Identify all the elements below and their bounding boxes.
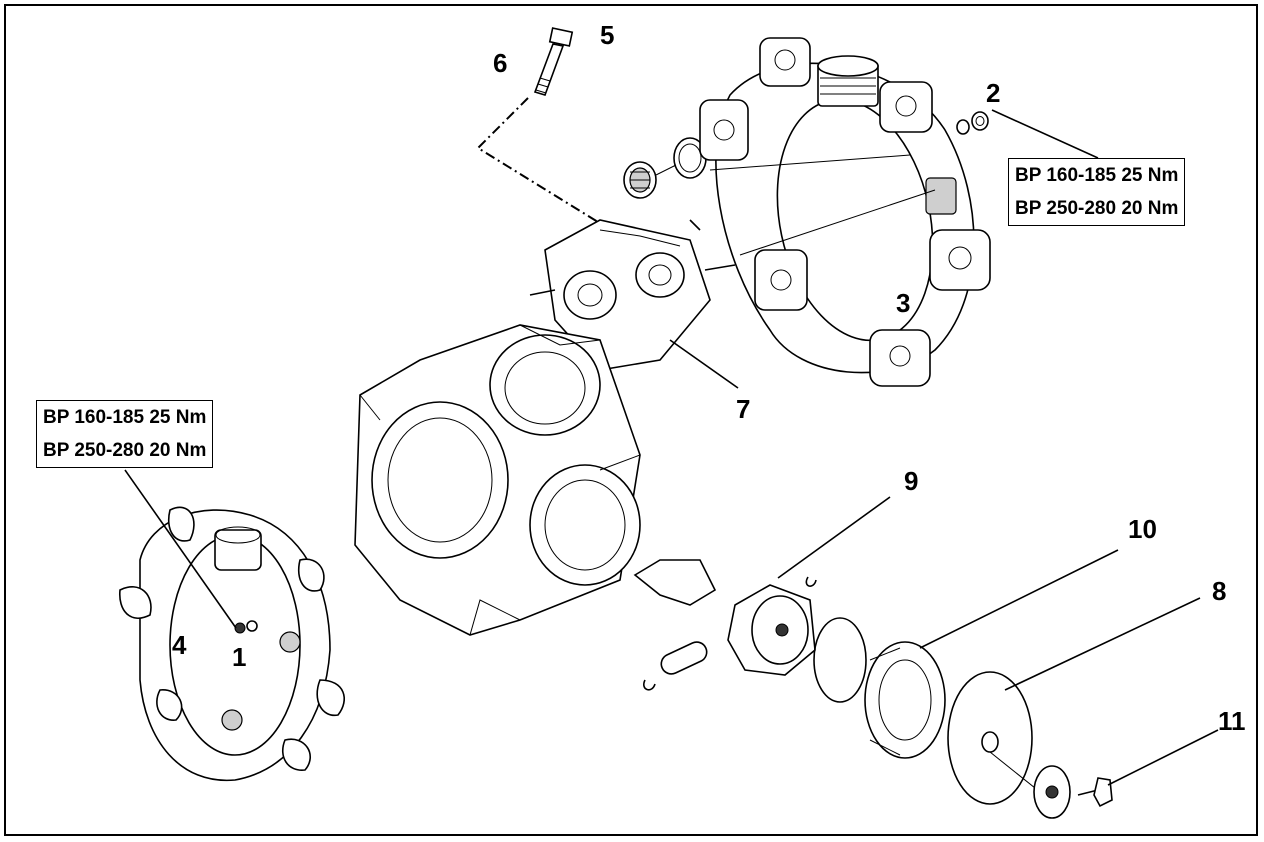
leader-part-1 bbox=[124, 469, 237, 629]
callout-4: 4 bbox=[172, 630, 187, 660]
bolt-part-6 bbox=[533, 27, 574, 96]
valve-part-5 bbox=[623, 137, 707, 199]
callout-8: 8 bbox=[1212, 576, 1226, 606]
side-cover-part-4 bbox=[119, 506, 346, 782]
callout-9: 9 bbox=[904, 466, 918, 496]
leader-part-2 bbox=[991, 109, 1099, 159]
head-cover-part-3 bbox=[699, 37, 991, 387]
torque-spec-left-row2: BP 250-280 20 Nm bbox=[43, 440, 207, 461]
leader-part-10 bbox=[919, 549, 1119, 649]
torque-spec-left: BP 160-185 25 Nm BP 250-280 20 Nm bbox=[36, 400, 214, 468]
callout-6: 6 bbox=[493, 48, 507, 78]
leader-part-7 bbox=[669, 339, 739, 389]
torque-spec-left-row1: BP 160-185 25 Nm bbox=[43, 407, 207, 428]
torque-spec-right-row1: BP 160-185 25 Nm bbox=[1015, 165, 1179, 186]
nut-washer-part-2 bbox=[956, 111, 989, 135]
torque-spec-right: BP 160-185 25 Nm BP 250-280 20 Nm bbox=[1008, 158, 1186, 226]
diaphragm-part-8 bbox=[947, 671, 1041, 805]
pump-housing bbox=[354, 324, 641, 636]
screw-part-11 bbox=[1033, 765, 1113, 819]
assembly-line-bolt bbox=[476, 97, 599, 223]
callout-7: 7 bbox=[736, 394, 750, 424]
leader-part-8 bbox=[1004, 597, 1201, 691]
callout-5: 5 bbox=[600, 20, 614, 50]
callout-3: 3 bbox=[896, 288, 910, 318]
leader-part-11 bbox=[1107, 729, 1219, 786]
ring-seal bbox=[813, 617, 867, 703]
torque-spec-right-row2: BP 250-280 20 Nm bbox=[1015, 198, 1179, 219]
leader-part-9 bbox=[777, 496, 891, 579]
callout-10: 10 bbox=[1128, 514, 1157, 544]
cylinder-part-10 bbox=[864, 641, 946, 759]
piston-part-9 bbox=[633, 559, 817, 691]
callout-1: 1 bbox=[232, 642, 246, 672]
valve-block-part-7 bbox=[529, 219, 736, 371]
callout-11: 11 bbox=[1218, 706, 1246, 736]
callout-2: 2 bbox=[986, 78, 1000, 108]
